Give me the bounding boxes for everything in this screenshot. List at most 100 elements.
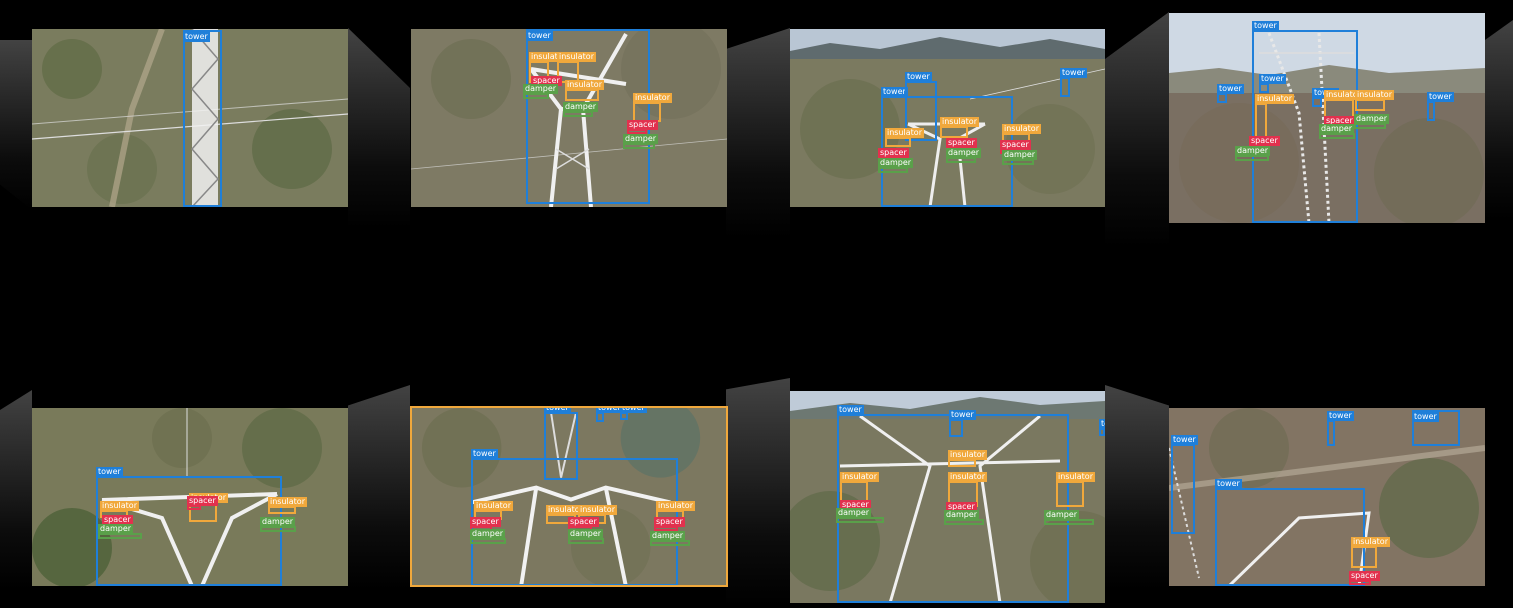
detection-box-tower: tower (1099, 419, 1105, 436)
detection-box-tower: tower (544, 408, 578, 480)
detection-box-insulator: insulator (940, 117, 979, 138)
detection-label: spacer (1249, 136, 1280, 146)
image-tile-1[interactable]: tower (32, 29, 348, 207)
detection-label: insulator (1002, 124, 1041, 134)
detection-label: insulator (1351, 537, 1390, 547)
panel-reflection (0, 40, 32, 210)
detection-label: insulator (546, 505, 585, 515)
detection-label: tower (526, 31, 553, 41)
detection-label: damper (836, 508, 872, 518)
detection-box-damper: damper (1235, 146, 1271, 161)
detection-box-damper: damper (1044, 510, 1094, 525)
panel-reflection (1105, 12, 1169, 247)
detection-label: spacer (627, 120, 658, 130)
detection-label: tower (1060, 68, 1087, 78)
image-tile-2[interactable]: tower insulator insulator insulator insu… (411, 29, 727, 207)
detection-box-damper: damper (1002, 150, 1038, 165)
detection-label: tower (96, 467, 123, 477)
detection-label: insulator (940, 117, 979, 127)
detection-box-tower: tower (526, 29, 650, 204)
detection-label: spacer (470, 517, 501, 527)
detection-box-tower: tower (183, 30, 222, 207)
detection-label: insulator (840, 472, 879, 482)
detection-label: damper (523, 84, 559, 94)
detection-box-tower: tower (1427, 92, 1454, 121)
detection-box-damper: damper (470, 529, 506, 544)
detection-box-insulator: insulator (1355, 90, 1394, 111)
detection-label: tower (1259, 74, 1286, 84)
detection-label: tower (1327, 411, 1354, 421)
detection-box-spacer: spacer (654, 517, 685, 531)
detection-label: spacer (568, 517, 599, 527)
detection-box-tower: tower (1171, 435, 1198, 534)
detection-box-damper: damper (523, 84, 559, 99)
detection-box-damper: damper (563, 102, 599, 117)
detection-box-spacer: spacer (627, 120, 658, 134)
detection-box-insulator: insulator (565, 80, 604, 101)
detection-label: damper (650, 531, 686, 541)
detection-label: damper (1235, 146, 1271, 156)
panel-reflection (726, 378, 790, 606)
detection-label: spacer (946, 138, 977, 148)
detection-label: spacer (1324, 116, 1355, 126)
detection-label: spacer (1000, 140, 1031, 150)
detection-box-tower: tower (620, 408, 647, 420)
detection-box-tower: tower (949, 410, 976, 437)
detection-box-insulator: insulator (885, 128, 924, 147)
detection-label: insulator (948, 450, 987, 460)
detection-label: tower (1427, 92, 1454, 102)
detection-box-tower: tower (1412, 410, 1460, 446)
panel-reflection (348, 385, 410, 590)
detection-label: insulator (578, 505, 617, 515)
detection-label: insulator (1324, 90, 1363, 100)
detection-box-damper: damper (260, 517, 296, 532)
detection-label: insulator (656, 501, 695, 511)
detection-label: tower (949, 410, 976, 420)
detection-label: spacer (946, 502, 977, 512)
detection-label: tower (471, 449, 498, 459)
detection-label: spacer (654, 517, 685, 527)
detection-box-tower: tower (596, 408, 623, 422)
detection-label: insulator (557, 52, 596, 62)
detection-label: spacer (187, 496, 218, 506)
detection-box-spacer: spacer (187, 496, 218, 510)
detection-label: spacer (1349, 571, 1380, 581)
detection-box-insulator: insulator (633, 93, 672, 122)
detection-label: tower (881, 87, 908, 97)
detection-label: insulator (633, 93, 672, 103)
image-tile-7[interactable]: tower tower tower insulator insulator in… (790, 391, 1105, 603)
detection-label: insulator (885, 128, 924, 138)
detection-label: tower (1171, 435, 1198, 445)
detection-box-spacer: spacer (1349, 571, 1380, 585)
detection-box-tower: tower (1215, 479, 1365, 586)
detection-box-insulator: insulator (1056, 472, 1095, 507)
detection-box-insulator: insulator (948, 450, 987, 467)
detection-label: spacer (102, 515, 133, 525)
detection-label: tower (596, 408, 623, 413)
detection-label: insulator (100, 501, 139, 511)
detection-box-tower: tower (1312, 88, 1339, 107)
detection-box-tower: tower (1217, 84, 1244, 103)
detection-label: tower (1252, 21, 1279, 31)
detection-label: tower (1217, 84, 1244, 94)
detection-label: insulator (474, 501, 513, 511)
detection-label: insulator (565, 80, 604, 90)
detection-label: damper (1354, 114, 1390, 124)
detection-box-damper: damper (568, 529, 604, 544)
detection-label: tower (183, 32, 210, 42)
image-tile-6-selected[interactable]: tower tower tower tower insulator insula… (410, 406, 728, 587)
panel-reflection (1105, 385, 1169, 590)
image-tile-5[interactable]: tower insulator insulator insulator spac… (32, 408, 348, 586)
detection-label: damper (878, 158, 914, 168)
panel-reflection (0, 390, 32, 590)
image-tile-3[interactable]: tower tower tower insulator insulator in… (790, 29, 1105, 207)
image-tile-8[interactable]: tower tower tower tower insulator spacer (1169, 408, 1485, 586)
detection-label: damper (623, 134, 659, 144)
detection-label: damper (1002, 150, 1038, 160)
detection-label: tower (1099, 419, 1105, 429)
detection-box-insulator: insulator (268, 497, 307, 514)
detection-box-insulator: insulator (1255, 94, 1294, 139)
detection-label: tower (620, 408, 647, 413)
image-tile-4[interactable]: tower tower tower tower tower insulator … (1169, 13, 1485, 223)
detection-label: damper (98, 524, 134, 534)
